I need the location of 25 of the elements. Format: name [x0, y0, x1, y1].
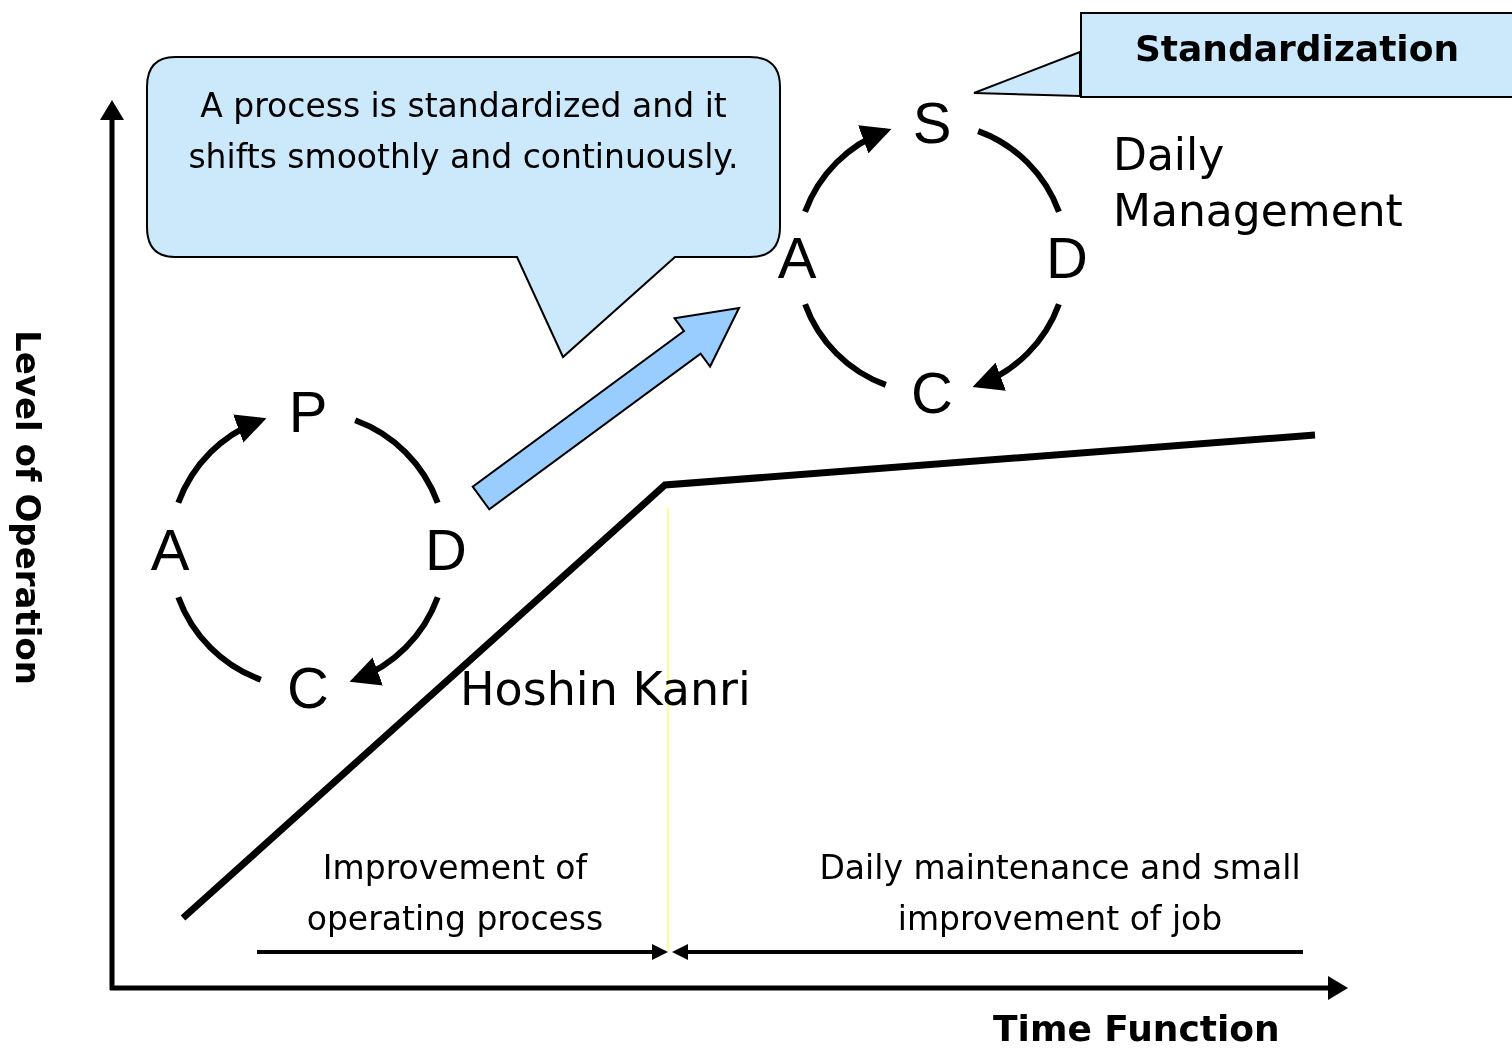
cycle-letter: D — [416, 518, 476, 582]
cycle-letter: A — [140, 518, 200, 582]
cycle-caption: Daily Management — [1113, 128, 1404, 238]
axis-title: Level of Operation — [8, 330, 48, 685]
curved-arrow — [972, 303, 1062, 390]
cycle-letter: D — [1037, 226, 1097, 290]
arc-line — [977, 128, 1062, 213]
cycle-letter: C — [278, 656, 338, 720]
curved-arrow — [175, 416, 267, 504]
cycle-caption: Hoshin Kanri — [460, 662, 751, 716]
axis-title: Time Function — [993, 1008, 1280, 1049]
block-arrow — [471, 306, 741, 511]
bubble-text: A process is standardized and it shifts smoothly and continuously. — [187, 85, 740, 178]
cycle-letter: C — [902, 361, 962, 425]
cycle-letter: A — [767, 226, 827, 290]
phase-label: Improvement of operating process — [305, 847, 605, 940]
callout-pointer — [973, 50, 1081, 98]
cycle-letter: P — [278, 380, 338, 444]
arc-line — [354, 417, 441, 504]
arc-line — [802, 303, 887, 388]
arc-line — [175, 596, 262, 683]
curved-arrow — [349, 596, 441, 684]
phase-label: Daily maintenance and small improvement of job — [818, 847, 1302, 940]
curved-arrow — [802, 126, 892, 213]
cycle-letter: S — [902, 91, 962, 155]
